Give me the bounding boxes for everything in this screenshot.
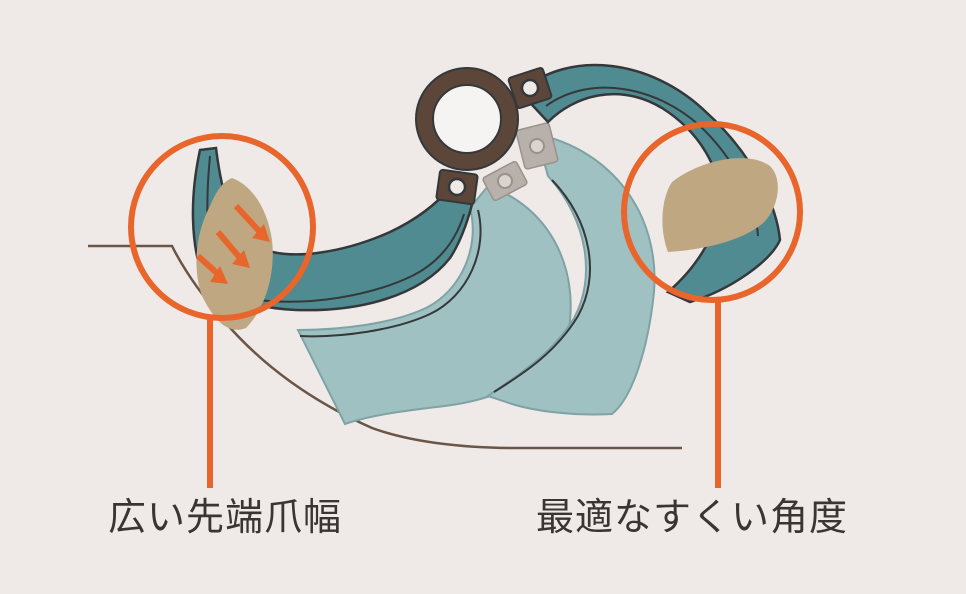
arrow-icon-head [232,250,250,268]
blade-rear-front [485,132,656,416]
tip-arrow-group [195,203,270,284]
rear-clamp-2 [515,122,559,170]
callout-circle-right [621,121,803,303]
arrow-icon [215,230,243,260]
clamp-bolt-dark [447,177,467,197]
arrow-icon [195,253,221,277]
soil-line [88,244,682,450]
hub-clamp-bottom [435,168,479,206]
label-optimal-rake-angle: 最適なすくい角度 [536,495,849,539]
rear-clamp-1 [482,160,528,202]
callout-left [128,133,316,488]
blade-light-edge [299,209,482,338]
hub-clamp-top [507,67,553,109]
arrow-icon-head [210,266,228,284]
clamp-bolt-light [529,138,545,154]
blade-rear-middle [296,184,572,426]
clamp-bolt-light [497,173,513,189]
callout-right [621,121,803,488]
callout-circle-left [128,133,316,321]
blade-dark-edge [257,213,465,303]
arrow-icon-head [252,224,270,242]
label-wide-tip-width: 広い先端爪幅 [108,495,343,539]
hub [415,67,519,171]
clamp-bolt-dark [520,78,540,98]
blade-light-shape [485,132,656,416]
tip-plate-right [662,158,778,252]
arrow-icon [233,203,263,235]
blade-light-edge [493,179,591,393]
hub-hole [432,84,502,154]
blade-light-shape [296,184,572,426]
